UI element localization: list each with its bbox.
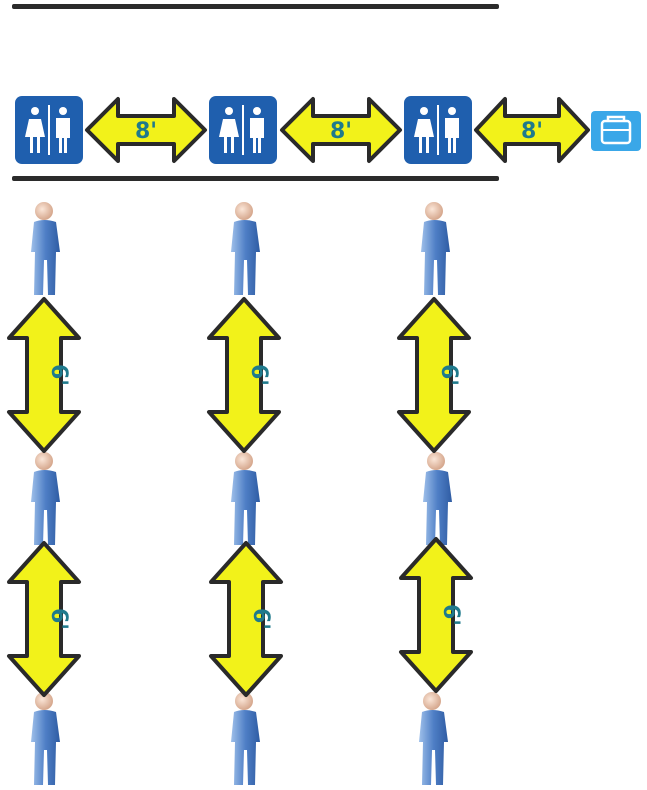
vertical-spacing-arrow: 6' (7, 541, 81, 697)
horizontal-spacing-arrow: 8' (474, 97, 590, 163)
spacing-label: 8' (330, 119, 352, 144)
horizontal-spacing-arrow: 8' (280, 97, 402, 163)
spacing-label: 6' (46, 364, 71, 386)
vertical-spacing-arrow: 6' (399, 537, 473, 693)
bottom-divider-line (12, 176, 499, 181)
person-icon (423, 452, 452, 545)
spacing-label: 6' (46, 608, 71, 630)
person-icon (31, 452, 60, 545)
person-icon (31, 202, 60, 295)
person-icon (231, 692, 260, 785)
spacing-label: 6' (246, 364, 271, 386)
top-divider-line (12, 4, 499, 9)
restroom-icon (15, 96, 83, 164)
person-icon (231, 452, 260, 545)
spacing-label: 8' (521, 119, 543, 144)
spacing-label: 6' (438, 604, 463, 626)
vertical-spacing-arrow: 6' (397, 297, 471, 453)
spacing-label: 6' (248, 608, 273, 630)
person-icon (31, 692, 60, 785)
spacing-label: 8' (135, 119, 157, 144)
spacing-label: 6' (436, 364, 461, 386)
person-icon (419, 692, 448, 785)
person-icon (421, 202, 450, 295)
vertical-spacing-arrow: 6' (207, 297, 281, 453)
restroom-icon (404, 96, 472, 164)
luggage-icon (591, 111, 641, 151)
vertical-spacing-arrow: 6' (209, 541, 283, 697)
person-icon (231, 202, 260, 295)
restroom-icon (209, 96, 277, 164)
vertical-spacing-arrow: 6' (7, 297, 81, 453)
horizontal-spacing-arrow: 8' (85, 97, 207, 163)
